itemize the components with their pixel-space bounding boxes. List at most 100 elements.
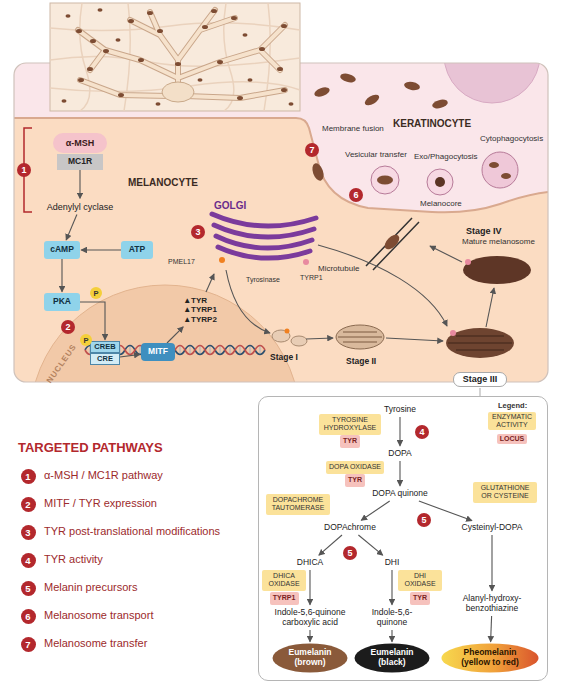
part-label: Microtubule	[318, 264, 359, 274]
keratinocyte-nucleus	[444, 63, 540, 103]
connector-arrow	[491, 616, 492, 642]
micrograph-inset	[103, 49, 109, 53]
receptor-box: MC1R	[57, 154, 103, 170]
protein-label: PMEL17	[168, 258, 195, 266]
transfer-vesicle	[482, 152, 518, 188]
node-label: Eumelanin (black)	[371, 648, 414, 668]
micrograph-inset	[118, 93, 124, 97]
enzyme-tag: DOPACHROME TAUTOMERASE	[266, 494, 330, 515]
micrograph-inset	[66, 14, 71, 18]
pathway-item: MITF / TYR expression	[44, 497, 157, 510]
connector-arrow	[309, 630, 310, 642]
legend-text: ENZYMATIC ACTIVITY	[491, 413, 533, 429]
connector-arrow	[391, 570, 392, 605]
connector-arrow	[319, 535, 342, 555]
transfer-vesicle	[501, 173, 511, 179]
micrograph-inset	[87, 67, 93, 71]
connector-arrow	[309, 570, 310, 605]
micrograph-inset	[62, 99, 67, 103]
golgi-apparatus	[216, 236, 312, 248]
oval-outline	[355, 644, 430, 673]
melanosome-stage	[272, 256, 531, 358]
molecule-text: Indole-5,6-quinone carboxylic acid	[268, 606, 352, 630]
pathway-item: Melanin precursors	[44, 581, 138, 594]
pigment-oval: Eumelanin (brown)	[272, 643, 348, 673]
molecule-text: DOPA quinone	[369, 487, 431, 501]
enzyme-tag: DHICA OXIDASE	[262, 570, 306, 591]
micrograph-inset	[277, 67, 283, 71]
node-label: Indole-5,6-quinone	[365, 608, 419, 628]
melanosome-stage	[463, 256, 531, 284]
flow-arrow	[306, 338, 333, 339]
micrograph-inset	[217, 60, 223, 64]
callout-number: 1	[21, 469, 36, 484]
callout-number: 7	[21, 637, 36, 652]
callout-number: 7	[305, 143, 319, 157]
process-label: Exo/Phagocytosis	[414, 152, 478, 162]
molecule-text: DOPA	[385, 447, 415, 461]
process-label: Vesicular transfer	[345, 150, 407, 160]
stage-label: Mature melanosome	[462, 237, 535, 247]
oval-outline	[442, 644, 539, 673]
melanosome-stage	[338, 332, 382, 342]
kinase-box: PKA	[44, 293, 80, 311]
transfer-vesicle	[435, 177, 445, 187]
micrograph-inset	[50, 3, 300, 111]
microtubule	[366, 218, 419, 270]
node-label: ▲TYR ▲TYRP1 ▲TYRP2	[183, 296, 217, 324]
callout-number: 4	[21, 553, 36, 568]
melanosome	[313, 86, 331, 99]
ligand-pill: α-MSH	[53, 133, 107, 153]
phosphate-marker: P	[80, 334, 92, 346]
connector-arrow	[361, 501, 389, 520]
pathway-item: TYR activity	[44, 553, 103, 566]
factor-box: CREB	[90, 341, 120, 353]
micrograph-inset	[198, 78, 203, 82]
node-label: ATP	[129, 245, 145, 255]
list-title: TARGETED PATHWAYS	[18, 440, 163, 456]
micrograph-inset	[175, 62, 181, 66]
micrograph-inset	[50, 3, 300, 111]
melanosome	[403, 81, 420, 92]
organelle-label: GOLGI	[214, 200, 246, 212]
microtubule	[366, 218, 419, 270]
melanocyte-nucleus	[30, 285, 300, 382]
molecule-text: DHICA	[294, 556, 327, 570]
process-label: Cytophagocytosis	[480, 134, 543, 144]
messenger-box: ATP	[121, 241, 153, 259]
melanosome-stage	[291, 336, 307, 346]
connector-arrow	[79, 170, 80, 198]
enzyme-tag: DHI OXIDASE	[398, 570, 442, 591]
connector-arrow	[120, 354, 140, 357]
pathway-item: α-MSH / MC1R pathway	[44, 469, 163, 482]
node-label: Eumelanin (brown)	[289, 648, 332, 668]
micrograph-inset	[76, 29, 82, 33]
micrograph-inset	[281, 88, 287, 92]
golgi-apparatus	[212, 214, 316, 226]
oval-outline	[273, 644, 348, 673]
stage-label: Stage II	[346, 356, 376, 366]
tab-link	[480, 388, 481, 396]
molecule-text: DOPAchrome	[321, 521, 379, 535]
locus-tag: TYR	[340, 435, 360, 448]
node-label: CRE	[97, 355, 113, 364]
legend-swatch: LOCUS	[497, 434, 528, 444]
pmel17-dot	[219, 257, 225, 263]
flow-arrow	[430, 246, 462, 262]
node-label: Adenylyl cyclase	[47, 202, 114, 212]
node-label: cAMP	[50, 245, 74, 255]
micrograph-inset	[147, 11, 153, 15]
micrograph-inset	[157, 29, 163, 33]
gene-list: ▲TYR ▲TYRP1 ▲TYRP2	[180, 294, 220, 326]
enzyme-text: Adenylyl cyclase	[44, 200, 117, 215]
part-label: Melanocore	[420, 199, 462, 209]
connector-arrow	[81, 249, 121, 250]
process-label: Membrane fusion	[322, 124, 384, 134]
callout-number: 2	[21, 497, 36, 512]
molecule-text: Indole-5,6-quinone	[362, 606, 422, 630]
callout-number: 5	[417, 513, 431, 527]
pigment-oval: Eumelanin (black)	[354, 643, 430, 673]
micrograph-inset	[116, 38, 121, 42]
tyrp1-dot	[303, 259, 309, 265]
flow-arrow	[206, 245, 494, 341]
